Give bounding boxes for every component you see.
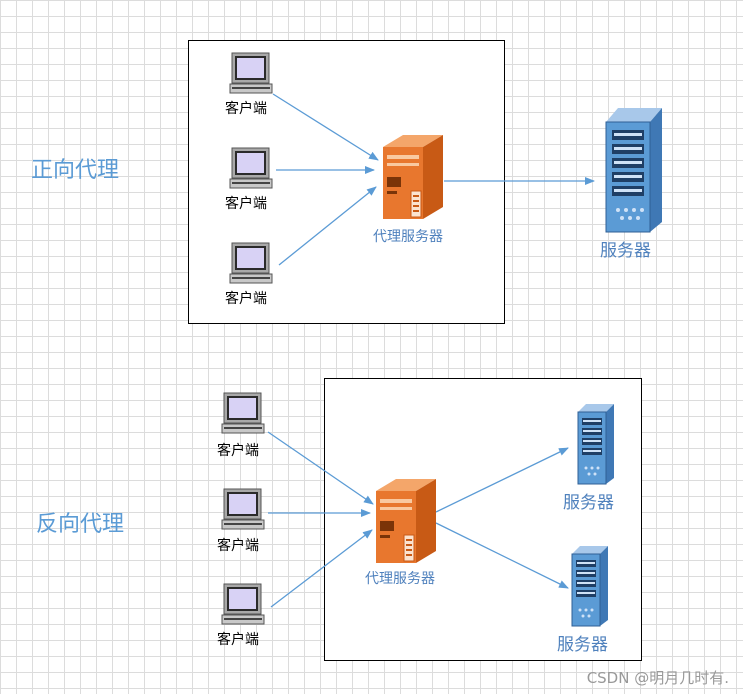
client-label: 客户端 — [225, 196, 267, 212]
client-label: 客户端 — [217, 632, 259, 648]
arrow-rclient3-to-proxy — [270, 529, 373, 608]
server-label: 服务器 — [557, 635, 608, 655]
arrow-proxy-to-server2 — [435, 522, 569, 589]
server-rack-icon — [577, 404, 614, 485]
client-label: 客户端 — [225, 101, 267, 117]
proxy-server-label: 代理服务器 — [373, 229, 443, 245]
computer-icon — [221, 583, 265, 625]
arrow-proxy-to-server1 — [435, 447, 569, 513]
computer-icon — [229, 52, 273, 94]
client-label: 客户端 — [217, 443, 259, 459]
server-rack-icon — [605, 108, 662, 233]
server-label: 服务器 — [563, 493, 614, 513]
arrow-client1-to-proxy — [272, 93, 379, 161]
computer-icon — [229, 242, 273, 284]
server-rack-icon — [571, 546, 608, 627]
proxy-server-label: 代理服务器 — [365, 571, 435, 587]
computer-icon — [229, 147, 273, 189]
arrow-client3-to-proxy — [278, 186, 377, 266]
server-label: 服务器 — [600, 241, 651, 261]
computer-icon — [221, 488, 265, 530]
arrow-rclient1-to-proxy — [267, 431, 374, 505]
client-label: 客户端 — [217, 538, 259, 554]
forward-proxy-title: 正向代理 — [31, 158, 120, 183]
watermark: CSDN @明月几时有. — [586, 669, 729, 687]
proxy-server-icon — [376, 479, 436, 563]
proxy-server-icon — [383, 135, 443, 219]
reverse-proxy-title: 反向代理 — [36, 512, 125, 537]
client-label: 客户端 — [225, 291, 267, 307]
computer-icon — [221, 392, 265, 434]
